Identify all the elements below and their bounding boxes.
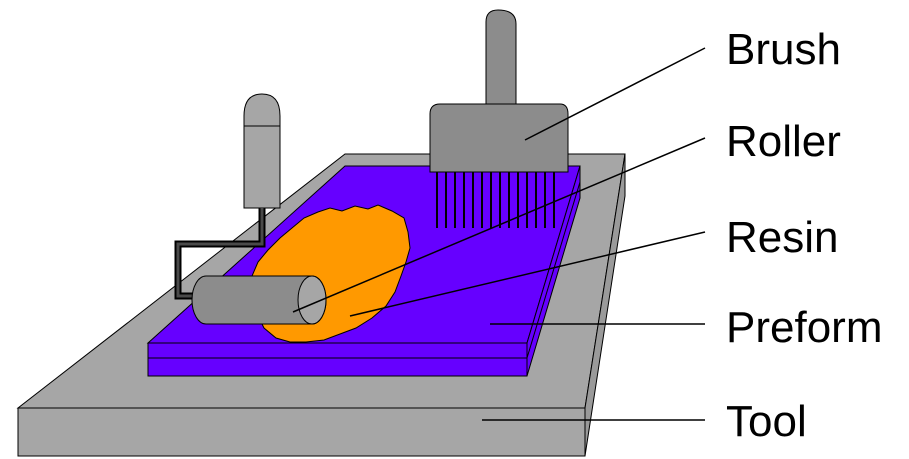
preform-side-layer-line bbox=[526, 181, 581, 359]
brush-handle bbox=[485, 9, 517, 105]
roller-frame-wire-inner bbox=[176, 208, 264, 298]
roller-cylinder-end bbox=[297, 275, 327, 325]
tool-side-face bbox=[584, 153, 626, 457]
brush-bristles bbox=[436, 172, 555, 228]
tool-label: Tool bbox=[726, 397, 807, 446]
tool-front-face bbox=[17, 407, 586, 457]
roller-leader-line bbox=[292, 137, 706, 313]
roller-handle-grip bbox=[243, 93, 281, 209]
leader-lines bbox=[292, 47, 706, 421]
brush-label: Brush bbox=[726, 25, 841, 74]
preform-front-face bbox=[147, 342, 528, 377]
resin-leader-line bbox=[349, 231, 706, 317]
brush-leader-line bbox=[524, 47, 706, 141]
roller bbox=[174, 93, 327, 325]
brush bbox=[429, 9, 569, 228]
roller-label: Roller bbox=[726, 117, 841, 166]
resin-label: Resin bbox=[726, 213, 839, 262]
preform-label: Preform bbox=[726, 303, 882, 352]
brush-head bbox=[429, 103, 569, 173]
